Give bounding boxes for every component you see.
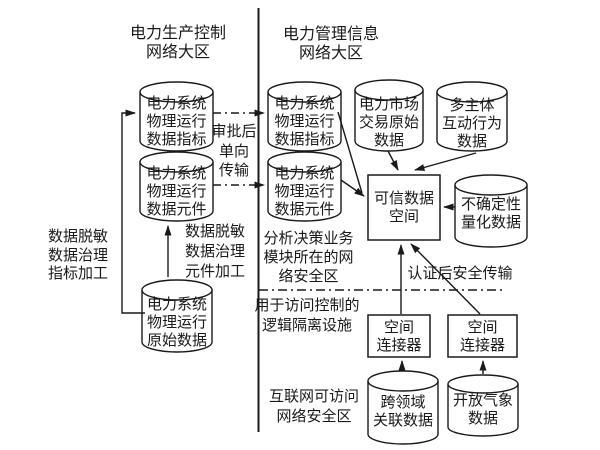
right-zone-title-line1: 电力管理信息 [282,24,379,43]
access-control-isolation-label: 用于访问控制的 逻辑隔离设施 [254,296,360,334]
cylinder-cross-domain [367,370,439,445]
desensitize-indicator-label: 数据脱敏 数据治理 指标加工 [47,227,108,282]
cylinder-weather-label: 开放气象 数据 [452,391,513,427]
right-zone-title-line2: 网络大区 [298,43,363,62]
right-zone-title: 电力管理信息 网络大区 [271,24,391,62]
arrow-component-to-trusted [340,179,365,197]
cylinder-left-raw [141,279,213,353]
cylinder-cross-domain-label: 跨领域 关联数据 [372,393,433,429]
auth-secure-transfer-label: 认证后安全传输 [407,264,513,282]
arrow-market-to-trusted [387,150,399,171]
trusted-data-space-box [367,174,441,241]
cylinder-multi-agent-label: 多主体 互动行为 数据 [441,96,502,150]
cylinder-right-indicator [267,81,342,152]
cylinder-left-raw-label: 电力系统 物理运行 原始数据 [146,295,207,349]
desensitize-component-label: 数据脱敏 数据治理 元件加工 [184,222,245,280]
cylinder-uncertainty-label: 不确定性 量化数据 [460,195,521,231]
arrow-multiagent-to-trusted [414,152,477,171]
arrow-raw-to-indicator [121,109,145,314]
arrow-connector-right-to-trusted [410,243,481,315]
cylinder-left-indicator-label: 电力系统 物理运行 数据指标 [146,94,207,148]
cylinder-left-component-label: 电力系统 物理运行 数据元件 [146,164,207,218]
cylinder-uncertainty [454,174,528,248]
cylinder-weather [447,374,519,437]
space-connector-right-label: 空间 连接器 [459,318,505,354]
cylinder-left-component [139,151,214,222]
left-zone-title-line2: 网络大区 [145,42,210,61]
cylinder-multi-agent [436,81,508,152]
space-connector-left-label: 空间 连接器 [376,318,422,354]
cylinder-market-trade-label: 电力市场 交易原始 数据 [358,95,419,149]
cylinder-right-component-label: 电力系统 物理运行 数据元件 [274,164,335,218]
left-zone-title-line1: 电力生产控制 [129,23,226,42]
analysis-zone-label: 分析决策业务 模块所在的网 络安全区 [263,229,354,285]
approval-oneway-transfer-label: 审批后 单向 传输 [211,122,257,179]
cylinder-right-indicator-label: 电力系统 物理运行 数据指标 [274,94,335,148]
cylinder-market-trade [354,79,424,152]
cylinder-right-component [267,151,342,222]
arrow-indicator-to-trusted [337,111,363,194]
trusted-data-space-label: 可信数据 空间 [373,189,434,225]
space-connector-left-box [367,314,431,358]
internet-zone-label: 互联网可访问 网络安全区 [268,387,359,425]
cylinder-left-indicator [139,81,214,152]
space-connector-right-box [447,314,518,358]
left-zone-title: 电力生产控制 网络大区 [118,23,238,61]
